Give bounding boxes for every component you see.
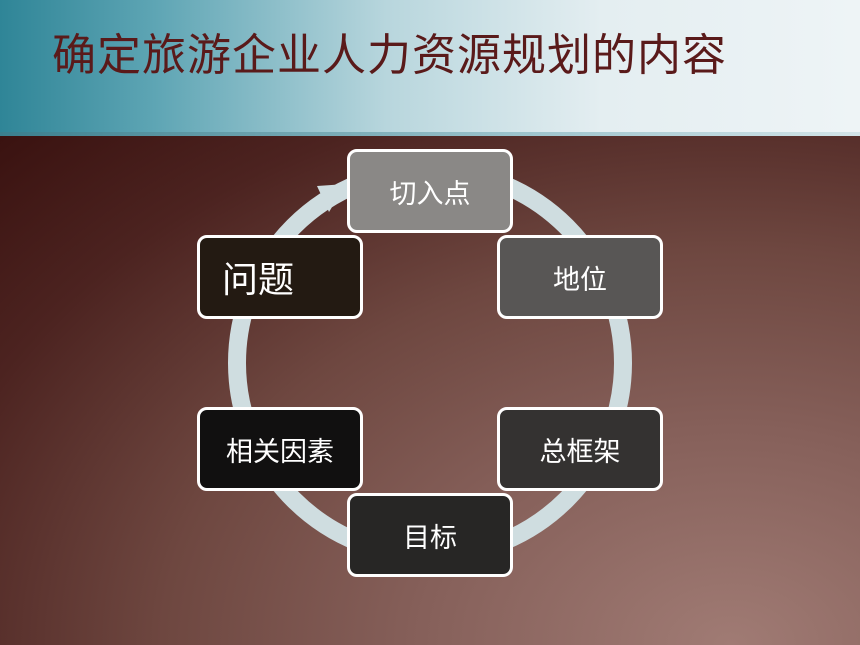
- cycle-node-related-factors[interactable]: 相关因素: [197, 407, 363, 491]
- cycle-node-goal[interactable]: 目标: [347, 493, 513, 577]
- cycle-node-position[interactable]: 地位: [497, 235, 663, 319]
- cycle-node-entry-point[interactable]: 切入点: [347, 149, 513, 233]
- banner-divider: [0, 132, 860, 136]
- cycle-node-problem[interactable]: 问题: [197, 235, 363, 319]
- title-banner: [0, 0, 860, 132]
- slide-title: 确定旅游企业人力资源规划的内容: [52, 30, 727, 81]
- cycle-arrowhead-icon: [317, 184, 346, 212]
- cycle-node-framework[interactable]: 总框架: [497, 407, 663, 491]
